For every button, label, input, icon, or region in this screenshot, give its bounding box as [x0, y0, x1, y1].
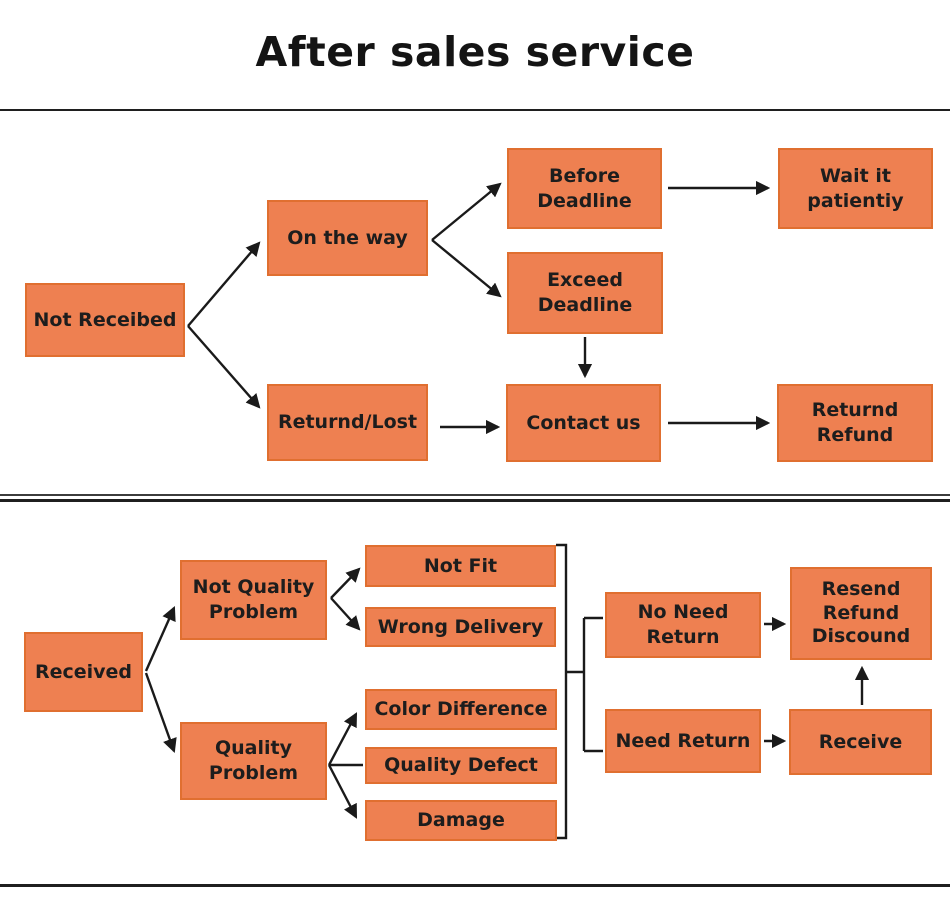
node-wrong-delivery: Wrong Delivery [365, 607, 556, 647]
separator-line-bottom [0, 884, 950, 887]
node-wait-patiently: Wait it patientiy [778, 148, 933, 229]
separator-line-middle-lower [0, 499, 950, 502]
node-returned-refund: Returnd Refund [777, 384, 933, 462]
node-quality-defect: Quality Defect [365, 747, 557, 784]
node-exceed-deadline: Exceed Deadline [507, 252, 663, 334]
node-contact-us: Contact us [506, 384, 661, 462]
node-not-received: Not Receibed [25, 283, 185, 357]
node-damage: Damage [365, 800, 557, 841]
node-need-return: Need Return [605, 709, 761, 773]
node-not-fit: Not Fit [365, 545, 556, 587]
node-quality-problem: Quality Problem [180, 722, 327, 800]
node-color-difference: Color Difference [365, 689, 557, 730]
node-received: Received [24, 632, 143, 712]
node-no-need-return: No Need Return [605, 592, 761, 658]
separator-line-middle-upper [0, 494, 950, 496]
node-not-quality-problem: Not Quality Problem [180, 560, 327, 640]
node-receive: Receive [789, 709, 932, 775]
diagram-title: After sales service [255, 28, 695, 76]
node-before-deadline: Before Deadline [507, 148, 662, 229]
bracket [556, 543, 568, 840]
node-returned-lost: Returnd/Lost [267, 384, 428, 461]
separator-line-top [0, 109, 950, 111]
node-resend-refund-discound: Resend Refund Discound [790, 567, 932, 660]
node-on-the-way: On the way [267, 200, 428, 276]
